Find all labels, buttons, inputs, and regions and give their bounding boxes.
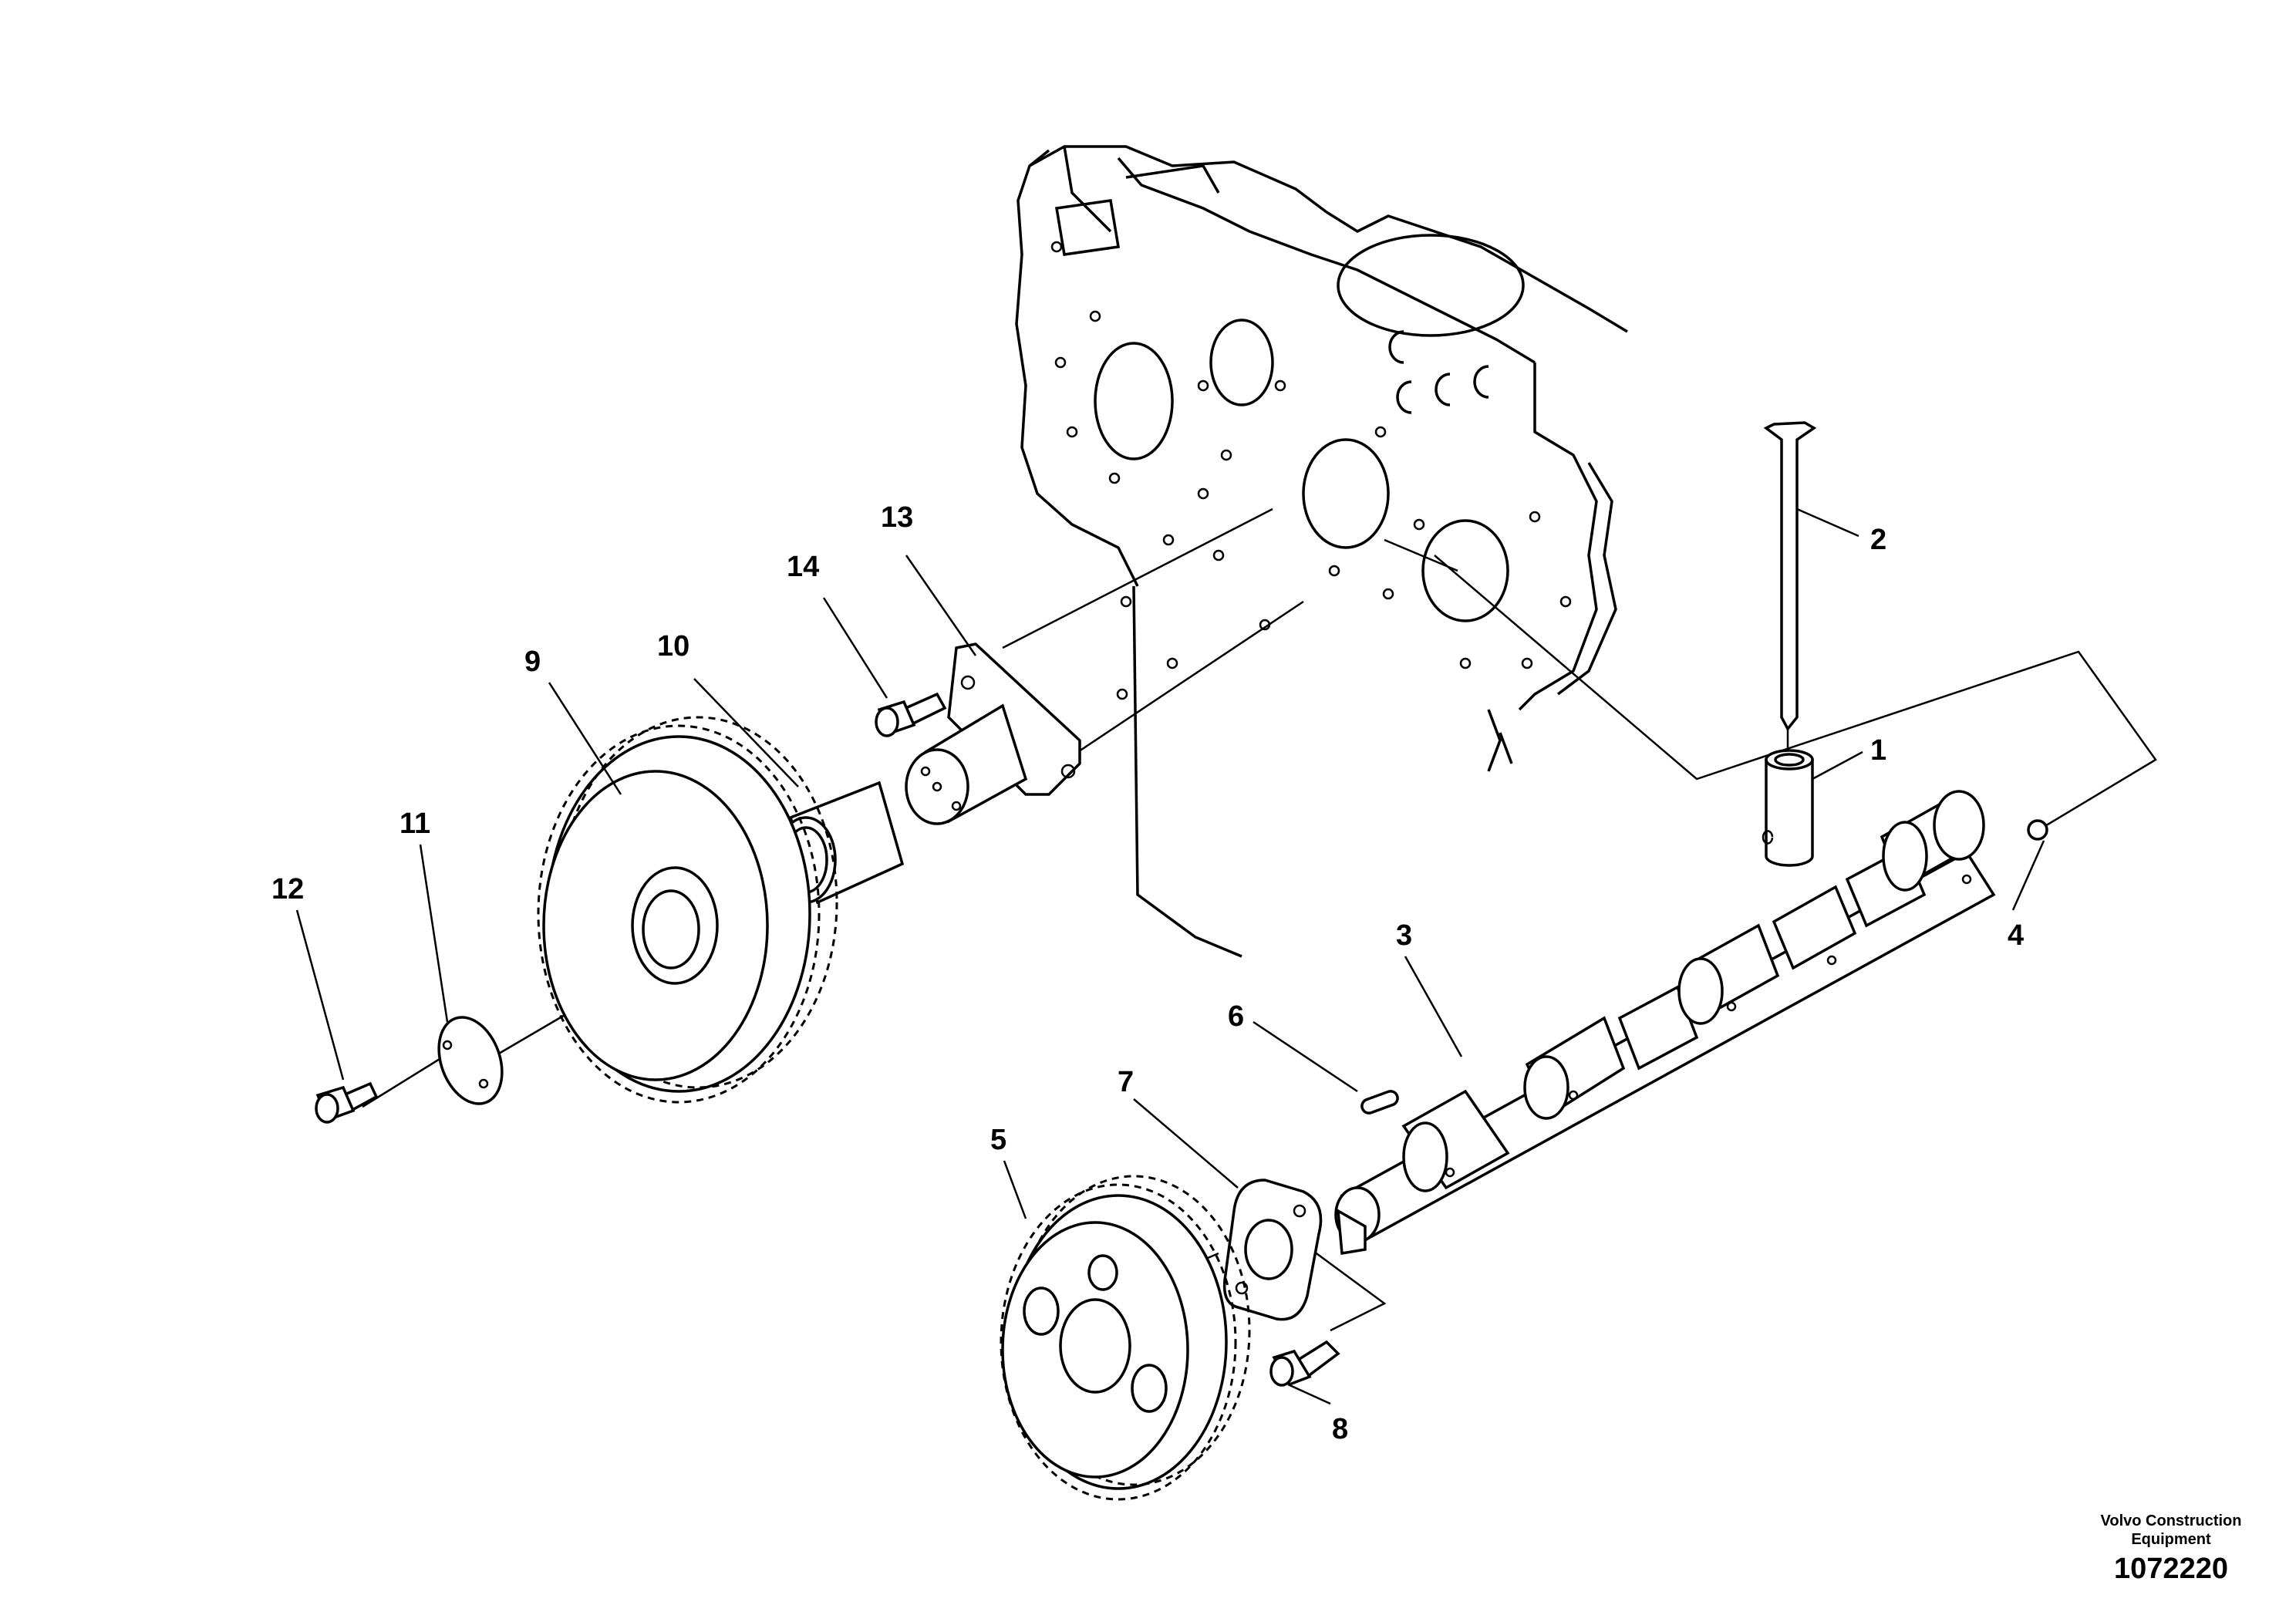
woodruff-key <box>1360 1090 1399 1114</box>
callout-10: 10 <box>657 630 689 663</box>
brand-name-line2: Equipment <box>2131 1531 2211 1548</box>
brand-block: Volvo Construction Equipment 1072220 <box>2075 1512 2267 1586</box>
steel-ball <box>2027 819 2048 841</box>
callout-labels: 1 2 3 4 5 6 7 8 9 10 11 12 13 14 <box>271 501 2024 1445</box>
thrust-plate <box>1222 1179 1323 1321</box>
thrust-washer <box>437 1016 504 1105</box>
callout-11: 11 <box>400 808 430 840</box>
callout-leaders <box>295 508 2045 1405</box>
push-rod <box>1763 421 1817 752</box>
idler-shaft <box>905 642 1081 825</box>
callout-5: 5 <box>990 1124 1006 1156</box>
callout-6: 6 <box>1228 1000 1244 1033</box>
callout-9: 9 <box>524 646 541 678</box>
callout-4: 4 <box>2008 919 2024 952</box>
callout-12: 12 <box>271 873 304 905</box>
camshaft-gear <box>1000 1175 1251 1501</box>
bolt-14 <box>875 692 947 737</box>
callout-8: 8 <box>1332 1413 1348 1445</box>
callout-3: 3 <box>1396 919 1412 952</box>
callout-2: 2 <box>1870 524 1886 556</box>
callout-7: 7 <box>1118 1066 1134 1098</box>
callout-14: 14 <box>787 551 819 583</box>
camshaft <box>1334 790 1996 1256</box>
tappet <box>1762 749 1814 867</box>
callout-13: 13 <box>881 501 913 534</box>
idler-gear <box>537 716 838 1104</box>
engine-block <box>1015 145 1628 958</box>
callout-1: 1 <box>1870 734 1886 767</box>
bolt-12 <box>315 1081 379 1124</box>
figure-number: 1072220 <box>2114 1553 2228 1585</box>
brand-name-line1: Volvo Construction <box>2100 1512 2242 1529</box>
bolt-8 <box>1269 1340 1340 1387</box>
